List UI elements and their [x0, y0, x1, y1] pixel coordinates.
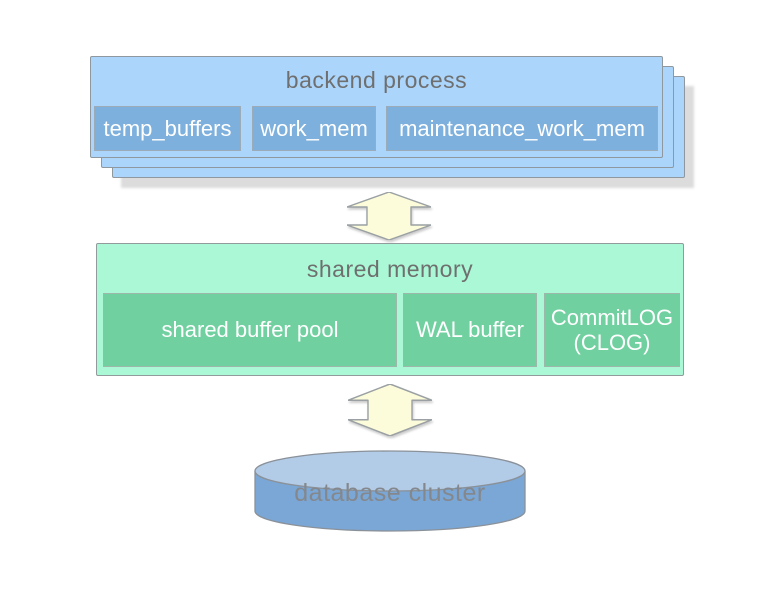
- shared-memory-box: shared memory shared buffer pool WAL buf…: [96, 243, 684, 376]
- temp-buffers-label: temp_buffers: [103, 115, 232, 141]
- maintenance-work-mem-box: maintenance_work_mem: [386, 106, 658, 151]
- backend-process-title: backend process: [285, 67, 468, 93]
- work-mem-label: work_mem: [260, 115, 368, 141]
- shared-buffer-pool-label: shared buffer pool: [161, 317, 339, 343]
- commitlog-clog-label: CommitLOG (CLOG): [550, 304, 674, 355]
- up-down-arrow-icon: [347, 192, 431, 240]
- shared-buffer-pool-box: shared buffer pool: [103, 293, 397, 367]
- temp-buffers-box: temp_buffers: [94, 106, 241, 151]
- work-mem-box: work_mem: [252, 106, 376, 151]
- wal-buffer-box: WAL buffer: [403, 293, 537, 367]
- database-cylinder-icon: [254, 450, 526, 532]
- wal-buffer-label: WAL buffer: [415, 317, 524, 343]
- shared-memory-title: shared memory: [306, 256, 474, 282]
- maintenance-work-mem-label: maintenance_work_mem: [399, 115, 645, 141]
- backend-process-box: backend process temp_buffers work_mem ma…: [90, 56, 663, 158]
- commitlog-clog-box: CommitLOG (CLOG): [544, 293, 680, 367]
- up-down-arrow-icon: [348, 384, 432, 436]
- database-cluster-label: database cluster: [294, 479, 486, 507]
